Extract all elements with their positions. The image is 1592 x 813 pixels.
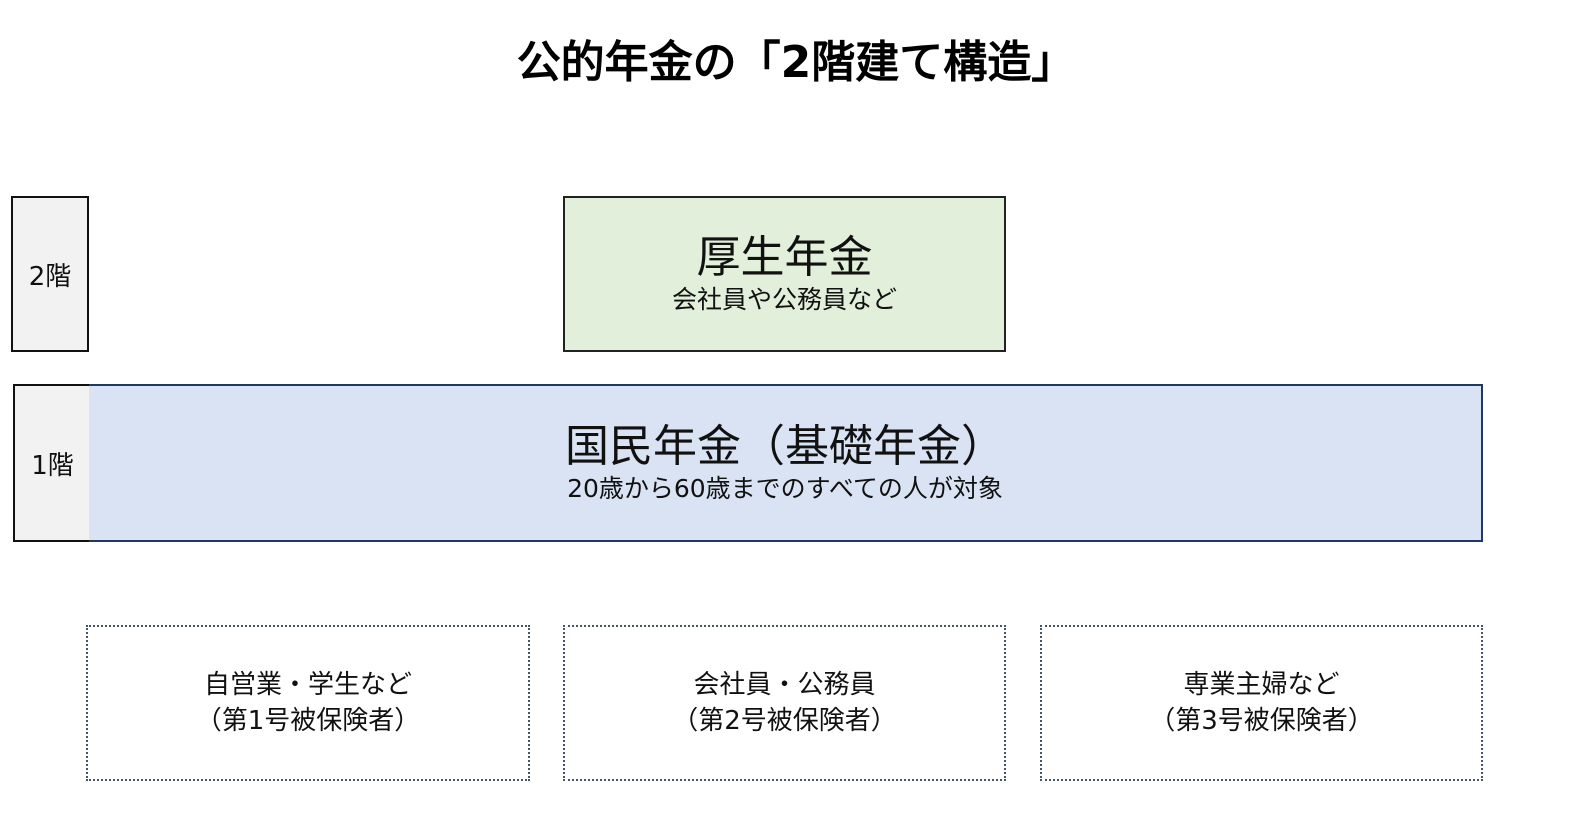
- insured-label: 会社員・公務員: [693, 670, 876, 700]
- kosei-nenkin-desc: 会社員や公務員など: [671, 285, 897, 314]
- floor-2-label: 2階: [11, 196, 89, 352]
- insured-label: 専業主婦など: [1183, 670, 1340, 700]
- kosei-nenkin-box: 厚生年金 会社員や公務員など: [563, 196, 1006, 352]
- page-title: 公的年金の「2階建て構造」: [516, 37, 1076, 88]
- insured-category-1: 自営業・学生など （第1号被保険者）: [86, 625, 530, 781]
- kokumin-nenkin-desc: 20歳から60歳までのすべての人が対象: [567, 474, 1003, 503]
- insured-category-2: 会社員・公務員 （第2号被保険者）: [563, 625, 1006, 781]
- kokumin-nenkin-box: 国民年金（基礎年金） 20歳から60歳までのすべての人が対象: [89, 384, 1483, 542]
- kokumin-nenkin-title: 国民年金（基礎年金）: [565, 421, 1005, 472]
- insured-type: （第3号被保険者）: [1149, 706, 1374, 736]
- insured-type: （第1号被保険者）: [195, 706, 421, 736]
- insured-type: （第2号被保険者）: [672, 706, 897, 736]
- insured-label: 自営業・学生など: [203, 670, 412, 700]
- kosei-nenkin-title: 厚生年金: [696, 232, 873, 283]
- insured-category-3: 専業主婦など （第3号被保険者）: [1040, 625, 1483, 781]
- floor-1-label: 1階: [13, 384, 92, 542]
